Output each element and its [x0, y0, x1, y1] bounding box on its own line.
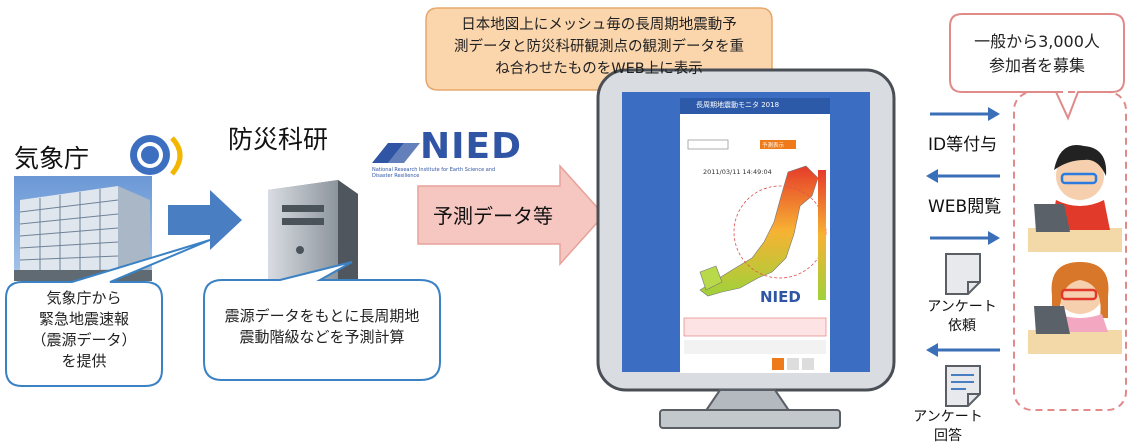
id-grant-label: ID等付与 [928, 135, 998, 155]
survey-request-label: アンケート 依頼 [920, 298, 1004, 336]
nied-logo-subtext: National Research Institute for Earth Sc… [372, 167, 496, 179]
screen-forecast-button[interactable]: 予測表示 [762, 143, 785, 149]
jma-building-photo [14, 176, 152, 281]
nied-callout-text: 震源データをもとに長周期地 震動階級などを予測計算 [206, 306, 438, 348]
arrow-forecast-data [417, 164, 606, 266]
arrow-survey-response [926, 343, 1000, 357]
jma-callout-bubble [5, 239, 211, 387]
participants-group-border [1013, 91, 1127, 411]
jma-logo-icon [130, 135, 183, 176]
participant-male-icon [1028, 145, 1122, 252]
jma-callout-line: （震源データ） [31, 331, 137, 349]
forecast-arrow-label: 予測データ等 [433, 204, 553, 228]
nied-logo-icon [372, 143, 420, 163]
web-browse-label: WEB閲覧 [928, 197, 1002, 217]
survey-response-document-icon [945, 365, 981, 407]
screen-app-title: 長周期地震動モニタ 2018 [696, 101, 780, 109]
survey-response-line: アンケート [913, 409, 983, 425]
jma-name: 気象庁 [14, 144, 90, 173]
monitor-screen-content [680, 98, 830, 373]
participant-female-icon [1028, 262, 1122, 354]
nied-name: 防災科研 [228, 125, 329, 154]
nied-callout-bubble [203, 261, 441, 381]
top-callout-line: ね合わせたものをWEB上に表示 [495, 61, 703, 77]
nied-logo-text: NIED [420, 126, 522, 167]
top-callout-text: 日本地図上にメッシュ毎の長周期地震動予 測データと防災科研観測点の観測データを重… [430, 14, 768, 80]
participants-callout-line: 一般から3,000人 [974, 32, 1100, 51]
top-callout-line: 日本地図上にメッシュ毎の長周期地震動予 [461, 17, 737, 33]
screen-timestamp: 2011/03/11 14:49:04 [703, 168, 772, 176]
participants-callout-line: 参加者を募集 [988, 56, 1085, 75]
jma-callout-text: 気象庁から 緊急地震速報 （震源データ） を提供 [8, 288, 160, 372]
jma-callout-line: 気象庁から [46, 289, 122, 307]
arrow-id-grant [930, 107, 1000, 121]
survey-response-line: 回答 [934, 428, 962, 444]
screen-nied-logo: NIED [760, 288, 801, 306]
participants-callout-text: 一般から3,000人 参加者を募集 [952, 30, 1122, 78]
jma-callout-line: を提供 [61, 352, 107, 370]
arrow-web-browse [926, 169, 1000, 183]
arrow-survey-request [930, 231, 1000, 245]
jma-callout-line: 緊急地震速報 [38, 310, 129, 328]
survey-request-line: アンケート [927, 299, 997, 315]
survey-request-document-icon [945, 253, 981, 295]
top-callout-line: 測データと防災科研観測点の観測データを重 [454, 39, 744, 55]
nied-callout-line: 震源データをもとに長周期地 [224, 307, 420, 325]
arrow-jma-to-nied [168, 190, 242, 250]
nied-callout-line: 震動階級などを予測計算 [239, 328, 405, 346]
survey-response-label: アンケート 回答 [912, 408, 984, 446]
survey-request-line: 依頼 [948, 318, 976, 334]
